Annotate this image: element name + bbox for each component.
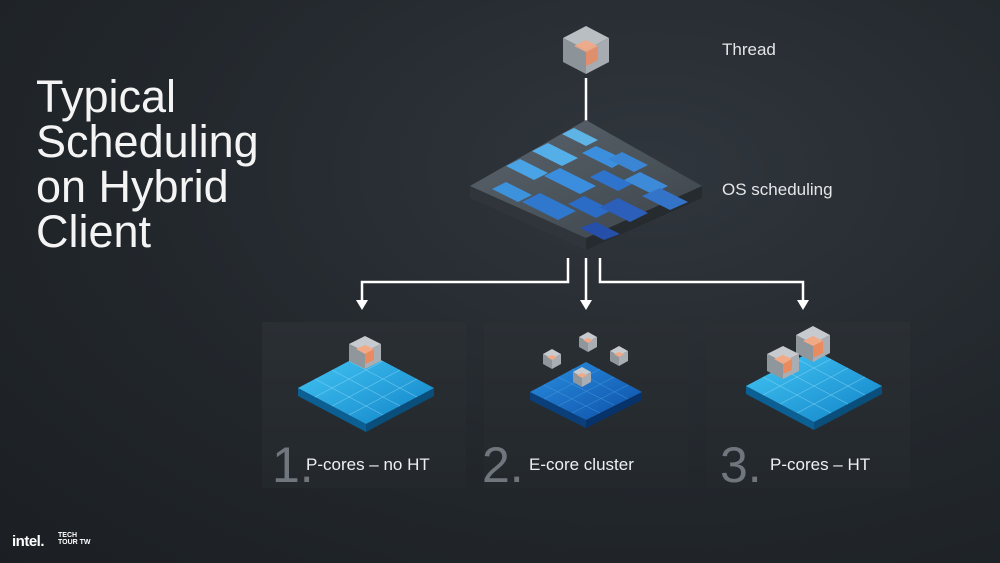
case-1-number: 1. bbox=[272, 437, 314, 493]
title-line: Client bbox=[36, 206, 152, 257]
case-2-label: E-core cluster bbox=[529, 455, 634, 474]
p-core-ht-icon bbox=[746, 326, 882, 430]
case-1-label: P-cores – no HT bbox=[306, 455, 430, 474]
thread-label: Thread bbox=[722, 40, 776, 59]
case-3-label: P-cores – HT bbox=[770, 455, 871, 474]
os-scheduling-label: OS scheduling bbox=[722, 180, 833, 199]
tech-tour-logo: TECH TOUR TW bbox=[58, 532, 91, 546]
slide-title: Typical Scheduling on Hybrid Client bbox=[36, 74, 259, 254]
title-line: Typical bbox=[36, 71, 177, 122]
os-scheduling-chip-icon bbox=[470, 120, 702, 250]
e-core-cluster-icon bbox=[530, 332, 642, 428]
arrow-head-case-2 bbox=[580, 300, 592, 310]
intel-logo: intel. bbox=[12, 533, 45, 550]
case-3-number: 3. bbox=[720, 437, 762, 493]
branch-arrows bbox=[360, 258, 805, 302]
case-2-number: 2. bbox=[482, 437, 524, 493]
p-core-no-ht-icon bbox=[298, 336, 434, 432]
title-line: Scheduling bbox=[36, 116, 259, 167]
thread-cube-icon bbox=[563, 26, 609, 74]
arrow-head-case-3 bbox=[797, 300, 809, 310]
title-line: on Hybrid bbox=[36, 161, 229, 212]
arrow-head-case-1 bbox=[356, 300, 368, 310]
